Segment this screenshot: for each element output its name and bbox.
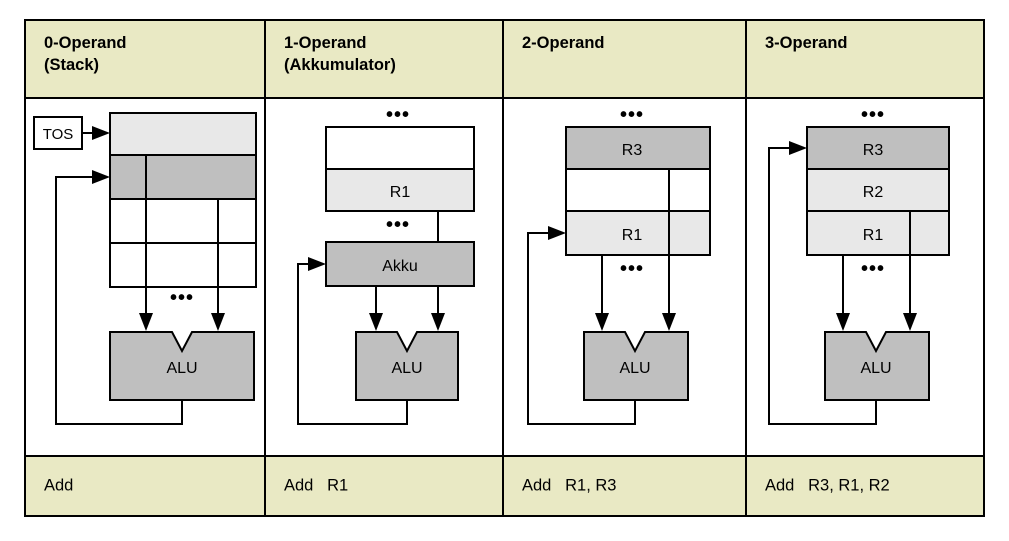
two-operand-diagram: ••• R3 R1 ••• [504,99,745,455]
operand-arrowhead-right [662,313,676,331]
operand-arrowhead-left [139,313,153,331]
diagram-cell-2-operand: ••• R3 R1 ••• [504,99,747,455]
operand-comparison-table: 0-Operand (Stack) 1-Operand (Akkumulator… [24,19,985,517]
instruction-label-1-operand: Add R1 [284,476,349,495]
register-cell-r2-label: R2 [863,184,884,201]
instruction-label-0-operand: Add [44,476,74,495]
header-cell-3-operand: 3-Operand [747,21,983,97]
footer-cell-1-operand: Add R1 [266,457,504,515]
alu-shape [824,331,930,401]
memory-ellipsis-below: ••• [386,214,410,236]
stack-ellipsis: ••• [170,287,194,309]
feedback-path [527,232,636,425]
register-cell-r3-label: R3 [622,142,643,159]
register-cell-r1-label: R1 [622,227,643,244]
register-cell-r3 [565,126,711,170]
alu-label: ALU [619,360,650,377]
register-ellipsis-below: ••• [620,258,644,280]
register-cell-r2 [806,168,950,212]
footer-cell-0-operand: Add [26,457,266,515]
header-label-2-operand: 2-Operand [522,34,605,52]
feedback-path [55,176,183,425]
stack-cell-third [109,198,257,244]
register-cell-r1 [806,210,950,256]
table-diagram-row: ••• ALU TOS [26,99,983,457]
tos-arrowhead [92,126,110,140]
alu-label: ALU [166,360,197,377]
akku-label: Akku [382,258,418,275]
operand-arrowhead-left [836,313,850,331]
register-ellipsis-below: ••• [861,258,885,280]
stack-cell-tos [109,112,257,156]
register-cell-r3-label: R3 [863,142,884,159]
footer-cell-3-operand: Add R3, R1, R2 [747,457,983,515]
three-operand-diagram: ••• R3 R2 R1 ••• [747,99,983,455]
register-cell-r1-label: R1 [863,227,884,244]
memory-cell-empty [325,126,475,170]
memory-cell-r1-label: R1 [390,184,411,201]
feedback-arrowhead [308,257,326,271]
header-cell-0-operand: 0-Operand (Stack) [26,21,266,97]
stack-diagram: ••• ALU TOS [26,99,264,455]
header-cell-1-operand: 1-Operand (Akkumulator) [266,21,504,97]
tos-label: TOS [43,126,74,143]
alu-shape [355,331,459,401]
diagram-cell-3-operand: ••• R3 R2 R1 ••• [747,99,983,455]
alu-shape [583,331,689,401]
instruction-label-3-operand: Add R3, R1, R2 [765,476,890,495]
header-label-3-operand: 3-Operand [765,34,848,52]
register-cell-empty [565,168,711,212]
operand-arrowhead-right [903,313,917,331]
memory-cell-r1 [325,168,475,212]
memory-ellipsis-above: ••• [386,104,410,126]
feedback-arrowhead [92,170,110,184]
alu-shape [109,331,255,401]
stack-cell-second [109,154,257,200]
feedback-arrowhead [548,226,566,240]
header-label-0-operand: 0-Operand (Stack) [44,34,127,74]
header-label-1-operand: 1-Operand (Akkumulator) [284,34,396,74]
feedback-path [297,263,408,425]
register-ellipsis-above: ••• [620,104,644,126]
alu-label: ALU [860,360,891,377]
operand-arrowhead-left [369,313,383,331]
table-footer-row: Add Add R1 Add R1, R3 Add R3, R1, R2 [26,457,983,515]
instruction-label-2-operand: Add R1, R3 [522,476,617,495]
register-ellipsis-above: ••• [861,104,885,126]
footer-cell-2-operand: Add R1, R3 [504,457,747,515]
operand-arrowhead-right [211,313,225,331]
table-header-row: 0-Operand (Stack) 1-Operand (Akkumulator… [26,21,983,99]
operand-arrowhead-left [595,313,609,331]
feedback-arrowhead [789,141,807,155]
alu-label: ALU [391,360,422,377]
operand-arrowhead-right [431,313,445,331]
diagram-cell-1-operand: ••• R1 ••• Akku [266,99,504,455]
diagram-cell-0-operand: ••• ALU TOS [26,99,266,455]
stack-cell-fourth [109,242,257,288]
feedback-path [768,147,877,425]
accumulator-diagram: ••• R1 ••• Akku [266,99,502,455]
header-cell-2-operand: 2-Operand [504,21,747,97]
